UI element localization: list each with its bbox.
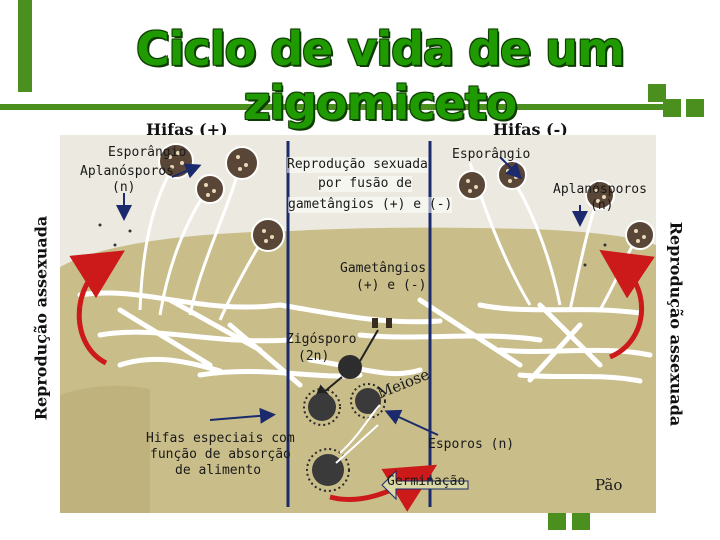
asexual-arrow-right xyxy=(599,249,655,360)
decorative-square xyxy=(572,512,590,530)
label-esporangio-right: Esporângio xyxy=(452,147,531,162)
label-pao: Pão xyxy=(595,476,623,494)
decorative-green-line xyxy=(0,104,668,110)
diagram-svg xyxy=(60,135,656,514)
gametangium-minus xyxy=(386,318,392,328)
side-label-left: Reprodução assexuada xyxy=(31,215,51,421)
label-zigosporo-1: Zigósporo xyxy=(286,332,357,347)
label-hifas-especiais-1: Hifas especiais com xyxy=(146,431,295,446)
decorative-square xyxy=(548,512,566,530)
label-reproducao-3: gametângios (+) e (-) xyxy=(288,197,453,213)
label-aplanosporos-left: Aplanósporos xyxy=(80,164,174,179)
side-label-right: Reprodução assexuada xyxy=(666,221,686,427)
sexual-arrow xyxy=(329,464,438,512)
header-hifas-minus: Hifas (-) xyxy=(493,120,568,139)
label-zigosporo-2: (2n) xyxy=(298,349,330,364)
label-germinacao: Germinação xyxy=(387,474,466,489)
page-title: Ciclo de vida de um zigomiceto xyxy=(136,22,625,130)
asexual-arrow-left xyxy=(69,250,125,366)
decorative-square xyxy=(663,99,681,117)
decorative-square xyxy=(686,99,704,117)
label-n-right: (n) xyxy=(590,198,614,213)
label-gametangios-2: (+) e (-) xyxy=(356,278,427,293)
header-hifas-plus: Hifas (+) xyxy=(146,120,228,139)
decorative-square xyxy=(648,84,666,102)
life-cycle-illustration: Esporângio Aplanósporos (n) Reprodução s… xyxy=(60,135,656,514)
label-reproducao-2: por fusão de xyxy=(318,176,412,192)
label-esporos: Esporos (n) xyxy=(428,437,515,452)
label-hifas-especiais-2: função de absorção xyxy=(150,447,291,462)
label-aplanosporos-right: Aplanósporos xyxy=(553,182,647,197)
label-hifas-especiais-3: de alimento xyxy=(175,463,262,478)
label-gametangios-1: Gametângios xyxy=(340,261,427,276)
label-reproducao-1: Reprodução sexuada xyxy=(287,157,428,173)
decorative-green-bar xyxy=(18,0,32,92)
label-esporangio-left: Esporângio xyxy=(108,145,187,160)
label-n-left: (n) xyxy=(112,180,136,195)
germination-arrow xyxy=(381,469,469,501)
sporangia-spores xyxy=(168,151,646,243)
zygospore xyxy=(338,355,362,379)
gametangium-plus xyxy=(372,318,378,328)
